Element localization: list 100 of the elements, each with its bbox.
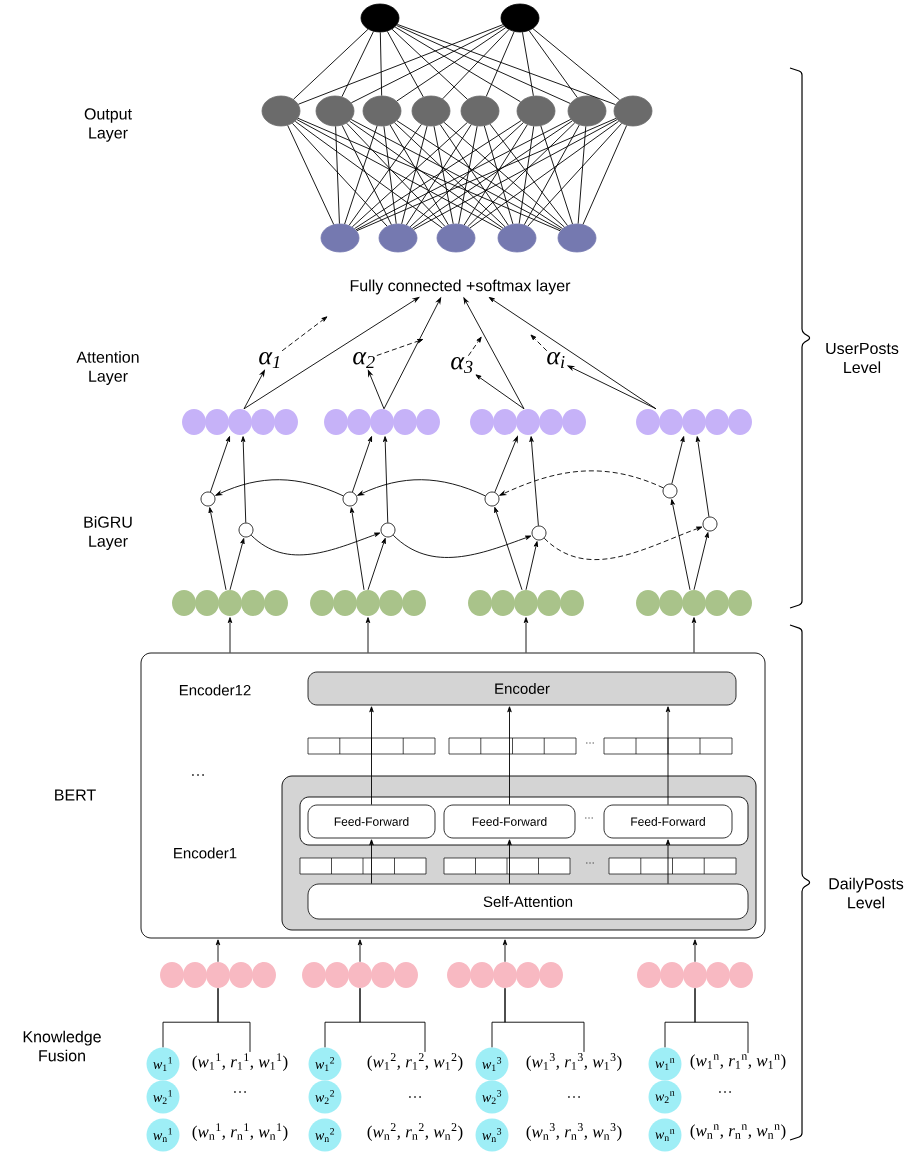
connection-line xyxy=(359,987,426,1053)
arrow xyxy=(543,526,703,560)
layer-label: Knowledge Fusion xyxy=(23,1030,101,1062)
attention-weight: α$_{3}$ xyxy=(451,356,473,374)
gru-unit xyxy=(238,522,254,538)
triple-text: (w$_{1}$$^{3}$, r$_{1}$$^{3}$, w$_{1}$$^{3}$) xyxy=(526,1053,622,1071)
arrow xyxy=(243,296,420,410)
feed-forward-box: Feed-Forward xyxy=(307,804,436,839)
bert-output-vector xyxy=(172,590,288,616)
connection-line xyxy=(504,987,585,1053)
feed-forward-box: Feed-Forward xyxy=(443,804,576,839)
layer-label: BiGRU Layer xyxy=(84,516,132,550)
arrow xyxy=(463,297,525,410)
arrow xyxy=(392,534,532,558)
arrow xyxy=(369,706,374,806)
connection-line xyxy=(489,123,568,226)
arrow xyxy=(691,617,697,653)
level-label: DailyPosts Level xyxy=(829,877,904,909)
neuron xyxy=(567,95,607,127)
attention-vector xyxy=(324,409,440,435)
connection-line xyxy=(297,117,561,232)
connection-line xyxy=(383,125,397,225)
arrow xyxy=(229,538,245,591)
attention-weight: α$_{i}$ xyxy=(547,352,565,368)
ellipsis: … xyxy=(568,1096,580,1098)
ellipsis: … xyxy=(192,774,204,776)
connection-line xyxy=(341,124,392,225)
connection-line xyxy=(394,122,506,228)
arrow xyxy=(502,939,508,963)
arrow xyxy=(692,939,698,963)
neuron xyxy=(411,95,451,127)
connection-line xyxy=(391,28,468,100)
arrow xyxy=(209,436,230,493)
arrow xyxy=(523,617,529,653)
arrow xyxy=(349,507,365,591)
connection-line xyxy=(582,125,628,225)
attention-weight: α$_{2}$ xyxy=(353,352,375,368)
connection-line xyxy=(217,987,251,1053)
connection-line xyxy=(532,28,620,101)
connection-line xyxy=(469,120,620,229)
neuron xyxy=(360,3,400,33)
connection-line xyxy=(294,120,443,229)
connection-line xyxy=(523,124,580,226)
connection-line xyxy=(350,25,505,104)
arrow xyxy=(529,436,539,527)
arrow xyxy=(227,617,233,653)
neuron xyxy=(613,95,653,127)
neuron xyxy=(436,223,476,253)
neuron xyxy=(497,223,537,253)
input-vector xyxy=(447,962,563,988)
triple-text: (w$_{n}$$^{2}$, r$_{n}$$^{2}$, w$_{n}$$^{2}$) xyxy=(367,1123,463,1141)
connection-line xyxy=(458,125,478,225)
bert-output-vector xyxy=(468,590,584,616)
connection-line xyxy=(442,29,510,100)
gru-unit xyxy=(662,483,678,499)
arrow xyxy=(369,839,374,885)
arrow xyxy=(367,370,385,410)
connection-line xyxy=(518,125,535,225)
gru-unit xyxy=(342,491,358,507)
attention-weight: α$_{1}$ xyxy=(259,352,280,368)
connection-line xyxy=(467,122,576,227)
arrow xyxy=(208,507,227,591)
arrow xyxy=(215,479,344,497)
gru-unit xyxy=(380,522,396,538)
arrow xyxy=(665,706,671,806)
ellipsis: … xyxy=(586,742,594,744)
connection-line xyxy=(296,119,502,230)
gru-unit xyxy=(200,491,216,507)
arrow xyxy=(357,479,486,497)
input-vector xyxy=(160,962,276,988)
arrow xyxy=(467,336,482,357)
arrow xyxy=(530,334,548,352)
connection-line xyxy=(528,30,578,99)
arrow xyxy=(670,499,691,591)
encoder-box: Encoder xyxy=(307,671,737,706)
attention-vector xyxy=(470,409,586,435)
arrow xyxy=(567,365,657,410)
layer-label: Output Layer xyxy=(84,108,132,142)
connection-line xyxy=(577,125,587,225)
connection-line xyxy=(297,24,504,105)
arrow xyxy=(693,532,709,591)
neuron xyxy=(320,223,360,253)
connection-line xyxy=(540,125,573,225)
neuron xyxy=(516,95,556,127)
attention-vector xyxy=(636,409,752,435)
gru-unit xyxy=(484,491,500,507)
arrow xyxy=(665,839,671,885)
layer-label: Fully connected +softmax layer xyxy=(350,279,571,295)
arrow xyxy=(499,470,664,496)
connection-line xyxy=(341,31,374,98)
bert-output-vector xyxy=(636,590,752,616)
connection-line xyxy=(405,124,472,226)
arrow xyxy=(475,374,525,410)
self-attention-box: Self-Attention xyxy=(307,883,749,920)
arrow xyxy=(525,541,539,591)
connection-line xyxy=(348,123,422,226)
connection-line xyxy=(443,121,565,228)
arrow xyxy=(357,939,363,963)
ellipsis: … xyxy=(586,862,594,864)
arrow xyxy=(365,617,371,653)
